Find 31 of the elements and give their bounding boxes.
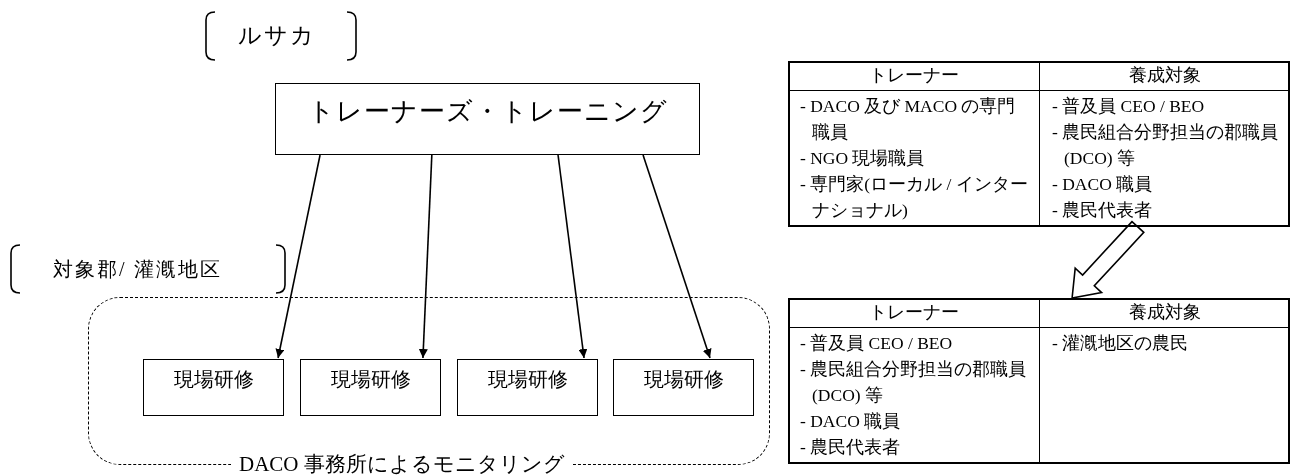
list-item: - 農民代表者: [800, 436, 902, 459]
region-label: 対象郡/ 灌漑地区: [53, 257, 222, 282]
list-item: - 普及員 CEO / BEO: [1052, 95, 1206, 118]
list-item: - NGO 現場職員: [800, 147, 926, 170]
list-item: - DACO 職員: [800, 410, 902, 433]
arrow: [418, 154, 433, 359]
process-box: 現場研修: [613, 359, 754, 416]
process-box: 現場研修: [143, 359, 284, 416]
list-item: - 農民代表者: [1052, 199, 1154, 222]
process-box: 現場研修: [457, 359, 598, 416]
arrow: [642, 154, 712, 359]
process-box: トレーナーズ・トレーニング: [275, 83, 700, 155]
list-item: - DACO 職員: [1052, 173, 1154, 196]
header-cell: トレーナー: [788, 298, 1040, 328]
list-item: - DACO 及び MACO の専門職員: [800, 95, 1017, 144]
header-cell: 養成対象: [1040, 298, 1290, 328]
table: [788, 61, 1290, 227]
region-caption: DACO 事務所によるモニタリング: [231, 452, 573, 475]
list-item: - 農民組合分野担当の郡職員(DCO) 等: [1052, 121, 1280, 170]
arrow: [557, 154, 588, 359]
header-cell: 養成対象: [1040, 61, 1290, 91]
process-box: 現場研修: [300, 359, 441, 416]
list-item: - 専門家(ローカル / インターナショナル): [800, 173, 1029, 222]
arrow: [275, 154, 321, 359]
list-item: - 農民組合分野担当の郡職員(DCO) 等: [800, 358, 1028, 407]
block-arrow: [1071, 220, 1145, 299]
table: [788, 298, 1290, 464]
list-item: - 普及員 CEO / BEO: [800, 332, 954, 355]
list-item: - 灌漑地区の農民: [1052, 332, 1190, 355]
region-label: ルサカ: [238, 22, 316, 50]
header-cell: トレーナー: [788, 61, 1040, 91]
